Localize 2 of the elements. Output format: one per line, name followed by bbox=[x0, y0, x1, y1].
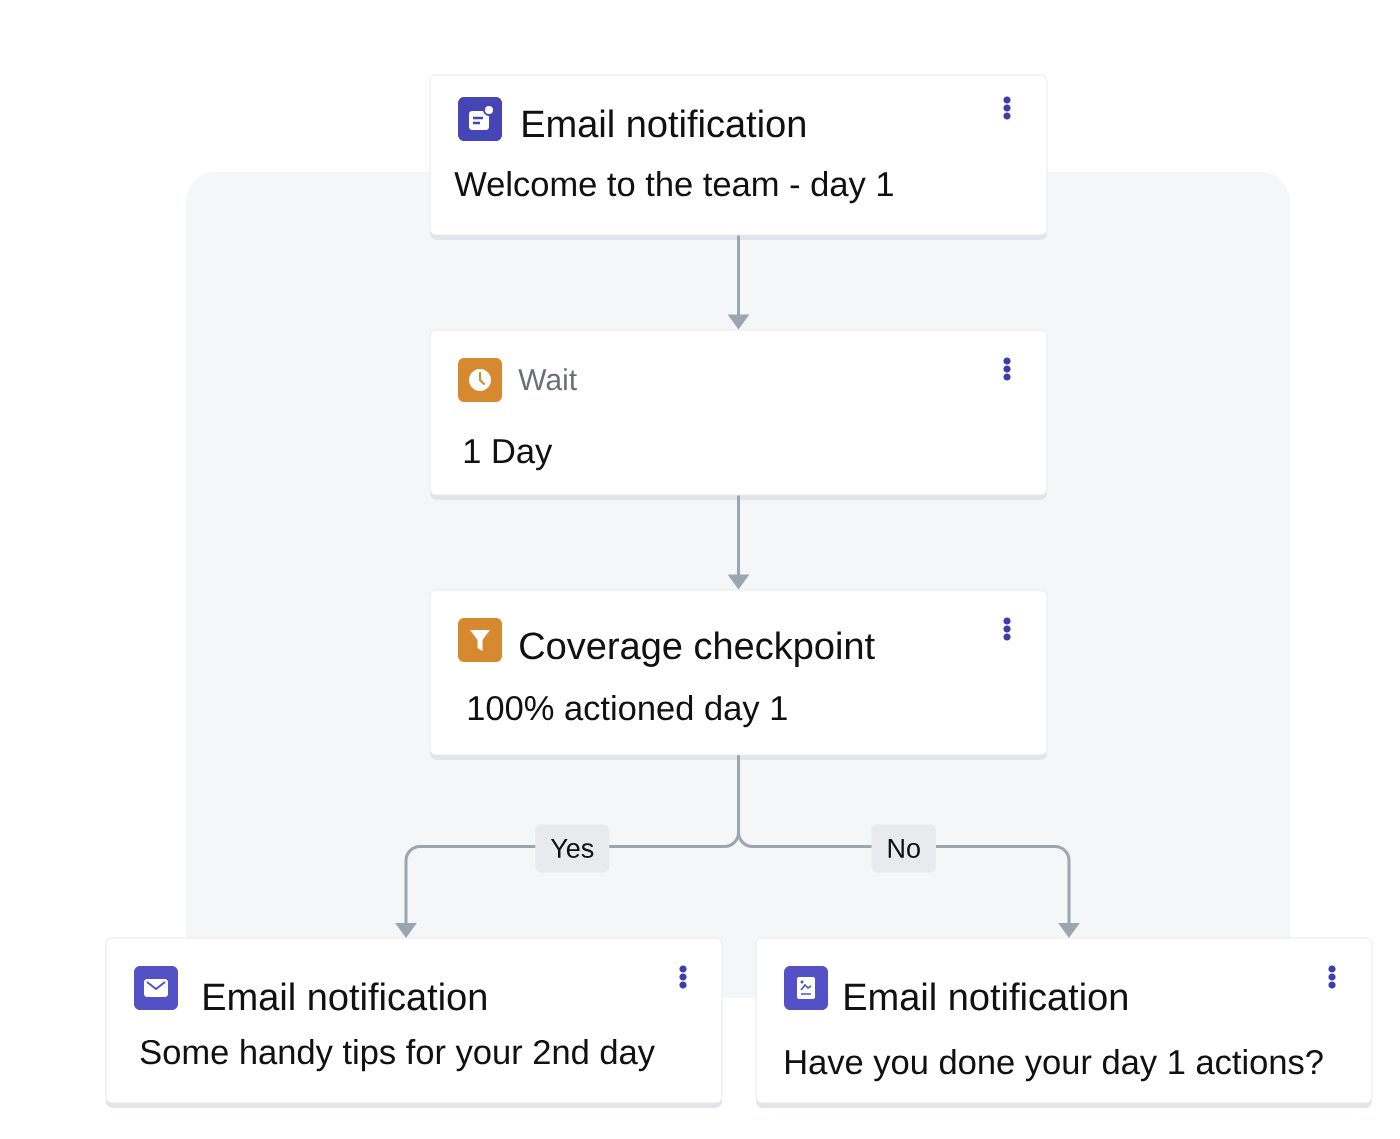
edge-label: No bbox=[871, 824, 936, 873]
edge-label: Yes bbox=[535, 824, 610, 873]
